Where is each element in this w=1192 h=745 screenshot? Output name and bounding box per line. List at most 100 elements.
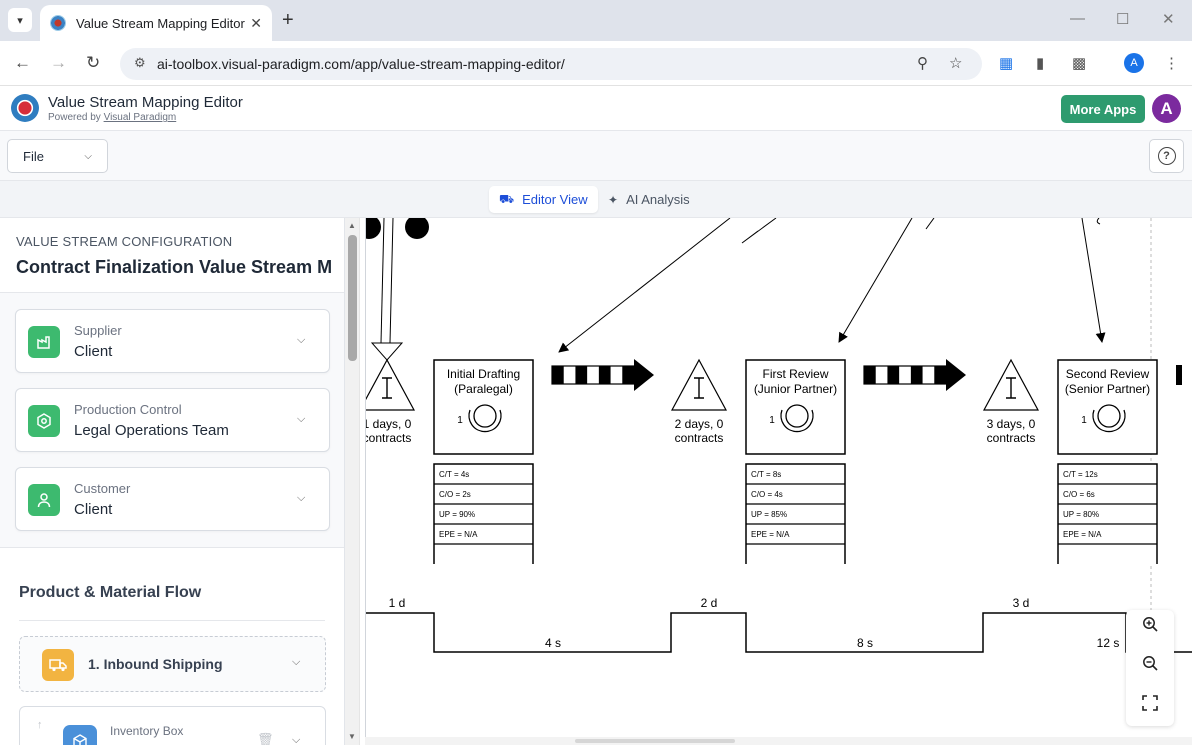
process-box[interactable]: First Review(Junior Partner)1C/T = 8sC/O… [745,359,846,564]
scroll-up-icon[interactable]: ▲ [348,221,356,230]
chevron-down-icon[interactable]: ⌵ [297,413,306,425]
zoom-in-icon[interactable] [1138,612,1162,636]
site-info-icon[interactable]: ⚙ [134,55,146,70]
puzzle-icon[interactable]: ▩ [1072,55,1087,72]
process-metric: EPE = N/A [439,530,478,539]
party-type: Production Control [74,402,182,417]
timeline-wait-time: 1 d [389,596,406,610]
reload-icon[interactable]: ↻ [86,53,101,72]
tab-ai-analysis[interactable]: ✦ AI Analysis [598,186,700,213]
close-tab-icon[interactable]: ✕ [250,14,262,31]
push-arrow-stripe [552,366,564,384]
bookmark-star-icon[interactable]: ☆ [949,55,963,72]
scrollbar-thumb[interactable] [575,739,735,743]
more-apps-button[interactable]: More Apps [1061,95,1145,123]
supplier-card[interactable]: Supplier Client ⌵ [15,309,330,373]
tab-label: Editor View [522,192,588,207]
favicon-icon [50,15,66,31]
inventory-triangle-shape[interactable] [366,358,416,411]
chevron-down-icon[interactable]: ⌵ [292,734,301,745]
arrow-up-icon[interactable]: ↑ [37,719,43,731]
production-control-card[interactable]: Production Control Legal Operations Team… [15,388,330,452]
box-icon [63,725,97,745]
process-name: First Review [762,367,828,381]
process-metric: C/T = 12s [1063,470,1098,479]
process-box-shape[interactable] [1057,359,1158,455]
maximize-icon[interactable]: ☐ [1116,11,1130,28]
back-icon[interactable]: ← [14,53,31,72]
sidebar: VALUE STREAM CONFIGURATION Contract Fina… [0,218,345,745]
extension-icon[interactable]: ▮ [1036,55,1045,72]
process-metric: C/T = 8s [751,470,781,479]
close-window-icon[interactable]: ✕ [1162,11,1175,28]
powered-link[interactable]: Visual Paradigm [103,112,177,123]
extension-icon[interactable]: ▦ [999,55,1014,72]
inventory-i-mark [1006,377,1016,399]
user-avatar[interactable]: A [1152,94,1181,123]
user-icon [28,484,60,516]
process-metric: EPE = N/A [751,530,790,539]
data-box-border [745,463,846,564]
trash-icon[interactable]: 🗑 [257,732,274,745]
process-box[interactable]: Second Review(Senior Partner)1C/T = 12sC… [1057,359,1158,564]
push-arrow[interactable] [551,359,654,391]
material-flow-section: Product & Material Flow 1. Inbound Shipp… [0,547,344,745]
party-name: Client [74,343,113,360]
push-arrow-stripe [1176,365,1182,385]
party-name: Client [74,501,113,518]
browser-tab-bar: ▾ Value Stream Mapping Editor ✕ + — ☐ ✕ [0,0,1192,41]
zoom-out-icon[interactable] [1138,651,1162,675]
help-button[interactable]: ? [1149,139,1184,173]
browser-tab[interactable]: Value Stream Mapping Editor ✕ [40,5,272,41]
process-box-shape[interactable] [745,359,846,455]
push-arrow-stripe [910,366,923,384]
forward-icon[interactable]: → [50,53,67,72]
process-box[interactable]: Initial Drafting(Paralegal)1C/T = 4sC/O … [433,359,534,564]
timeline-process-time: 12 s [1097,636,1120,650]
value-stream-title[interactable]: Contract Finalization Value Stream Mappi… [16,257,331,277]
inbound-shipping-item[interactable]: 1. Inbound Shipping ⌵ [19,636,326,692]
push-arrow-stripe [622,366,634,384]
process-box-shape[interactable] [433,359,534,455]
canvas-horizontal-scrollbar[interactable] [365,737,1192,745]
chevron-down-icon[interactable]: ⌵ [292,656,301,668]
push-arrow-stripe [934,366,946,384]
sidebar-scrollbar[interactable]: ▲ ▼ [345,218,360,745]
push-arrow[interactable] [863,359,966,391]
inventory-label: 2 days, 0 [675,417,724,431]
minimize-icon[interactable]: — [1070,10,1085,27]
zoom-icon[interactable]: ⚲ [917,55,928,72]
file-menu-button[interactable]: File ⌵ [7,139,108,173]
menu-icon[interactable]: ⋮ [1164,55,1179,72]
inventory-label: 3 days, 0 [987,417,1036,431]
operator-icon [780,409,814,433]
scrollbar-thumb[interactable] [348,235,357,361]
process-metric: UP = 90% [439,510,475,519]
data-box-border [1057,463,1158,564]
tab-search-button[interactable]: ▾ [8,8,32,32]
inventory-item[interactable]: ↑ Inventory Box 🗑 ⌵ [19,706,326,745]
push-arrow[interactable] [1176,365,1182,385]
chevron-down-icon[interactable]: ⌵ [297,334,306,346]
shipment-push-arrow[interactable] [370,218,404,361]
hexagon-icon [28,405,60,437]
tab-editor-view[interactable]: ⛟ Editor View [489,186,598,213]
fit-to-screen-icon[interactable] [1138,691,1162,715]
supplier-shape-partial[interactable] [366,218,442,239]
customer-card[interactable]: Customer Client ⌵ [15,467,330,531]
profile-avatar[interactable]: A [1124,53,1144,73]
inventory-type: Inventory Box [110,724,184,738]
new-tab-icon[interactable]: + [282,9,294,31]
scroll-down-icon[interactable]: ▼ [348,732,356,741]
url-field[interactable]: ⚙ ai-toolbox.visual-paradigm.com/app/val… [120,48,982,80]
push-arrow-body [863,365,947,385]
chevron-down-icon[interactable]: ⌵ [297,492,306,504]
